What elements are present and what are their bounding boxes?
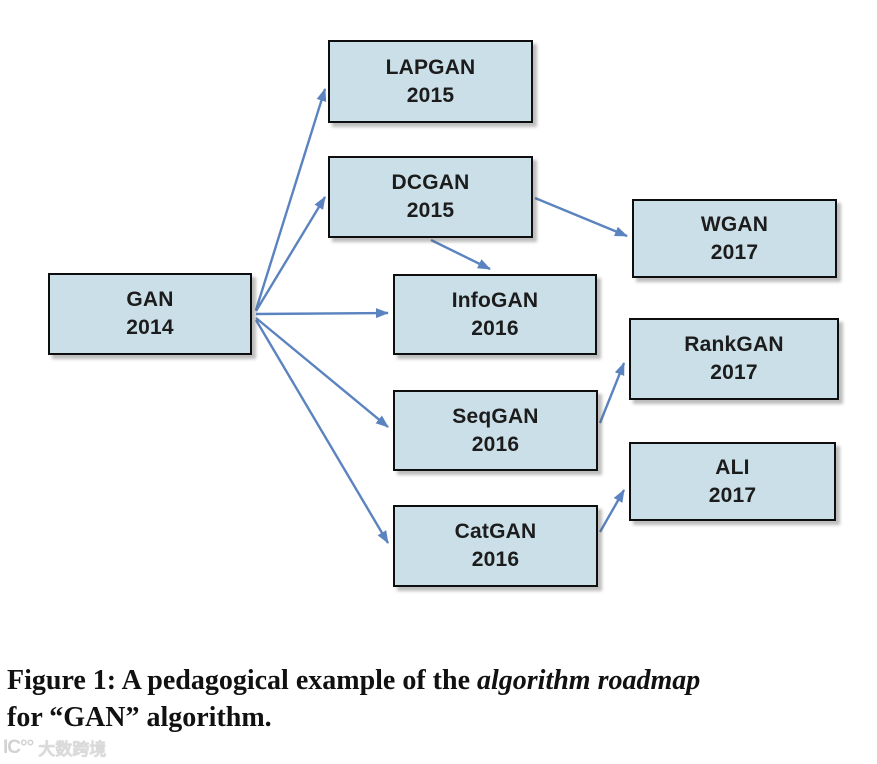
- edge-dcgan-to-wgan: [534, 196, 628, 238]
- figure-caption: Figure 1: A pedagogical example of the a…: [7, 662, 873, 736]
- edge-gan-to-catgan: [254, 319, 390, 544]
- node-lapgan: LAPGAN 2015: [328, 40, 533, 123]
- node-label: WGAN: [700, 212, 769, 236]
- edge-gan-to-infogan: [255, 308, 389, 319]
- node-year: 2015: [406, 199, 455, 222]
- node-catgan: CatGAN 2016: [393, 505, 598, 587]
- caption-text: Figure 1: A pedagogical example of the: [7, 665, 477, 696]
- node-dcgan: DCGAN 2015: [328, 156, 533, 238]
- watermark-text: 大数跨境: [38, 740, 107, 759]
- node-year: 2016: [471, 316, 519, 340]
- node-year: 2016: [471, 432, 520, 456]
- node-rankgan: RankGAN 2017: [629, 318, 839, 400]
- node-ali: ALI 2017: [629, 442, 836, 521]
- node-label: DCGAN: [391, 171, 470, 195]
- edge-dcgan-to-infogan: [430, 238, 491, 271]
- node-infogan: InfoGAN 2016: [393, 274, 597, 355]
- node-label: InfoGAN: [451, 288, 539, 312]
- node-year: 2017: [710, 361, 758, 384]
- edge-gan-to-lapgan: [254, 88, 327, 311]
- node-year: 2014: [126, 316, 174, 339]
- node-label: ALI: [715, 455, 750, 479]
- node-year: 2017: [710, 240, 759, 264]
- node-label: LAPGAN: [385, 55, 476, 79]
- node-label: GAN: [126, 288, 174, 312]
- watermark-logo-icon: IC°°: [3, 736, 34, 758]
- caption-italic-text: algorithm roadmap: [477, 665, 701, 696]
- node-year: 2016: [471, 548, 520, 571]
- node-year: 2017: [708, 483, 757, 507]
- edge-seqgan-to-rankgan: [598, 362, 626, 424]
- watermark: IC°° 大数跨境: [3, 735, 106, 760]
- node-label: RankGAN: [684, 333, 784, 357]
- edge-gan-to-dcgan: [254, 196, 327, 312]
- node-gan: GAN 2014: [48, 273, 252, 355]
- caption-text-line2: for “GAN” algorithm.: [7, 702, 272, 733]
- edge-gan-to-seqgan: [255, 317, 389, 428]
- node-label: SeqGAN: [452, 404, 539, 428]
- edge-catgan-to-ali: [598, 489, 626, 533]
- node-seqgan: SeqGAN 2016: [393, 390, 598, 471]
- node-label: CatGAN: [454, 520, 537, 544]
- node-wgan: WGAN 2017: [632, 199, 837, 278]
- node-year: 2015: [406, 83, 455, 107]
